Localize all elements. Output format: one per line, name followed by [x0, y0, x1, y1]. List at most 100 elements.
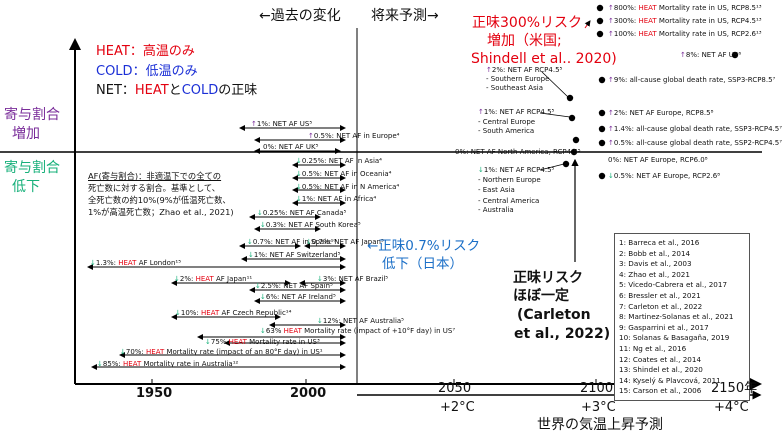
legend-cold-suffix: ：低温のみ	[132, 64, 198, 79]
future-item: ↑9%: all-cause global death rate, SSP3-R…	[608, 76, 776, 84]
future-item: ↑100%: HEAT Mortality rate in US, RCP2.6…	[608, 30, 762, 38]
future-item: - Northern Europe	[478, 176, 541, 184]
past-item: ↓3%: NET AF Brazil⁵	[317, 275, 389, 283]
x-axis-label: 世界の気温上昇予測	[537, 417, 663, 433]
future-item: - Central Europe	[478, 118, 536, 126]
past-item: ↓12%: NET AF Australia⁵	[317, 317, 404, 325]
future-item: ↑2%: NET AF RCP4.5⁵	[486, 66, 563, 74]
legend-net-cold: COLD	[181, 83, 219, 98]
dot-1pct-ce	[568, 114, 576, 122]
dot-0.5pct	[598, 139, 606, 147]
y-increase-1: 寄与割合	[4, 107, 60, 123]
past-item: ↓0.5%: NET AF in N America⁴	[296, 183, 400, 191]
future-projection-label: 将来予測→	[371, 8, 439, 24]
past-item: ↓1%: NET AF Switzerland⁵	[248, 251, 341, 259]
carleton-2: ほぼ一定	[513, 288, 569, 304]
past-span-arrows	[87, 125, 346, 370]
future-connectors	[539, 71, 572, 171]
future-item: 0%: NET AF Europe, RCP6.0⁸	[608, 156, 708, 164]
reference-item: 4: Zhao et al., 2021	[619, 269, 690, 279]
legend-net: NET：HEATとCOLDの正味	[96, 83, 257, 99]
legend-heat-prefix: HEAT	[96, 44, 130, 59]
past-item: ↓0.25%: NET AF Canada⁵	[257, 209, 347, 217]
carleton-1: 正味リスク	[513, 270, 583, 286]
future-item: ↑8%: NET AF US⁶	[680, 51, 742, 59]
tick-2150: 2150年	[711, 381, 758, 396]
past-item: ↓1%: NET AF in Africa⁴	[296, 195, 377, 203]
net-300-line3: Shindell et al.. 2020)	[471, 51, 617, 67]
future-item: ↓0.5%: NET AF Europe, RCP2.6⁸	[608, 172, 721, 180]
net-300-line1: 正味300%リスク	[472, 15, 583, 31]
past-item: ↓75% HEAT Mortality rate in US³	[205, 338, 320, 346]
temp-3: +3°C	[581, 400, 616, 415]
past-item: 0%: NET AF UK⁵	[263, 143, 319, 151]
legend-heat: HEAT：高温のみ	[96, 44, 195, 60]
dot-neg1pct	[562, 160, 570, 168]
reference-item: 12: Coates et al., 2014	[619, 354, 702, 364]
past-item: ↓2%: HEAT AF Japan¹¹	[174, 275, 253, 283]
dot-100	[596, 30, 604, 38]
legend-cold-prefix: COLD	[96, 64, 133, 79]
dot-9pct	[598, 76, 606, 84]
dot-800	[596, 4, 604, 12]
reference-item: 11: Ng et al., 2016	[619, 343, 687, 353]
reference-item: 14: Kyselý & Plavcová, 2011	[619, 375, 721, 385]
dot-1.4pct	[598, 125, 606, 133]
dot-0pct-eu	[570, 148, 578, 156]
past-item: ↓0.7%: NET AF Japan⁵	[306, 238, 384, 246]
future-item: ↑0.5%: all-cause global death rate, SSP2…	[608, 139, 782, 147]
future-item: ↑800%: HEAT Mortality rate in US, RCP8.5…	[608, 4, 762, 12]
future-item: ↑300%: HEAT Mortality rate in US, RCP4.5…	[608, 17, 762, 25]
past-item: ↓85%: HEAT Mortality rate in Australia¹²	[97, 360, 239, 368]
reference-item: 6: Bressler et al., 2021	[619, 290, 701, 300]
legend-net-suffix: の正味	[218, 83, 258, 98]
af-note-line1: AF(寄与割合)：非適温下での全ての	[88, 171, 222, 181]
reference-item: 15: Carson et al., 2006	[619, 386, 702, 396]
past-item: ↑0.5%: NET AF in Europe⁴	[308, 132, 400, 140]
future-dots	[562, 4, 739, 180]
future-item: 0%: NET AF North America, RCP4.5⁵	[455, 148, 581, 156]
japan-callout-1: ←正味0.7%リスク	[367, 238, 481, 254]
dot-2pct-se	[566, 94, 574, 102]
dot-8pct	[731, 51, 739, 59]
legend-net-to: と	[168, 83, 182, 98]
reference-item: 2: Bobb et al., 2014	[619, 248, 691, 258]
legend-heat-suffix: ：高温のみ	[129, 44, 195, 59]
past-item: ↓2.5%: NET AF Spain⁵	[255, 282, 333, 290]
y-decrease-1: 寄与割合	[4, 160, 60, 176]
y-increase-2: 増加	[12, 126, 40, 142]
reference-item: 3: Davis et al., 2003	[619, 259, 692, 269]
past-item: ↓10%: HEAT AF Czech Republic¹⁴	[175, 309, 292, 317]
dot-0pct-na	[572, 136, 580, 144]
dot-2pct-eu	[598, 109, 606, 117]
past-item: ↓70%: HEAT Mortality rate (impact of an …	[120, 348, 323, 356]
af-note-line4: 1%が高温死亡数；Zhao et al., 2021)	[88, 207, 234, 217]
future-item: ↑1.4%: all-cause global death rate, SSP3…	[608, 125, 782, 133]
past-item: ↓0.5%: NET AF in Oceania⁴	[296, 170, 392, 178]
reference-item: 5: Vicedo-Cabrera et al., 2017	[619, 280, 728, 290]
reference-item: 8: Martinez-Solanas et al., 2021	[619, 312, 734, 322]
past-item: ↓6%: NET AF Ireland⁵	[260, 293, 336, 301]
af-note-line3: 全死亡数の約10%(9%が低温死亡数、	[88, 195, 231, 205]
reference-item: 1: Barreca et al., 2016	[619, 238, 700, 247]
net-300-line2: 増加（米国;	[487, 33, 562, 49]
future-item: ↓1%: NET AF RCP4.5⁵	[478, 166, 555, 174]
af-note: AF(寄与割合)：非適温下での全ての 死亡数に対する割合。基準として、 全死亡数…	[88, 170, 234, 218]
tick-2100: 2100	[580, 381, 614, 396]
reference-item: 9: Gasparrini et al., 2017	[619, 322, 709, 332]
legend-net-heat: HEAT	[134, 83, 169, 98]
future-item: - East Asia	[478, 186, 515, 194]
shindell-arrow	[584, 20, 591, 29]
tick-2050: 2050	[438, 381, 472, 396]
y-decrease-2: 低下	[12, 179, 40, 195]
future-item: - Australia	[478, 206, 514, 214]
reference-item: 10: Solanas & Basagaña, 2019	[619, 333, 730, 343]
reference-item: 7: Carleton et al., 2022	[619, 301, 703, 311]
past-item: ↓0.3%: NET AF South Korea⁵	[260, 221, 361, 229]
future-item: - South America	[478, 127, 535, 135]
carleton-3: (Carleton	[517, 307, 591, 323]
carleton-4: et al., 2022)	[514, 326, 611, 342]
